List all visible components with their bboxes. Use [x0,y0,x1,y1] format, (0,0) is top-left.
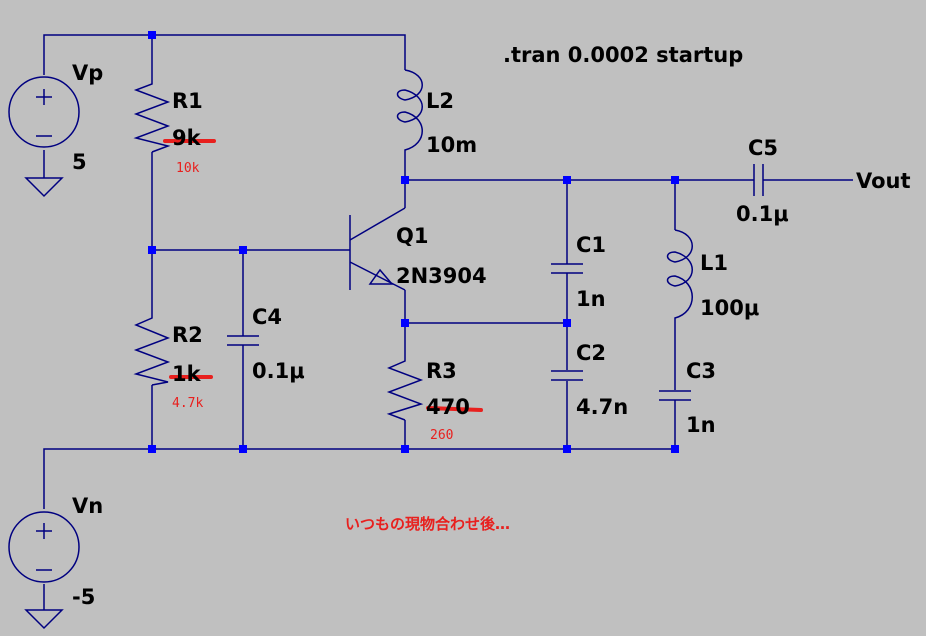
r1-old-value: 9k [172,126,202,150]
l1-inductor[interactable] [666,229,693,320]
c2-name: C2 [576,341,606,365]
vout-net-label[interactable]: Vout [856,169,911,193]
c4-name: C4 [252,305,282,329]
c2-capacitor[interactable] [551,370,583,381]
r3-old-value: 470 [426,395,470,419]
c3-capacitor[interactable] [659,390,691,401]
r2-new-value: 4.7k [172,396,203,411]
l1-name: L1 [700,251,728,275]
vn-value: -5 [72,585,95,609]
r3-value-strike [426,406,483,412]
c4-value: 0.1μ [252,359,305,383]
c5-capacitor[interactable] [745,164,770,196]
vp-name: Vp [72,61,103,85]
c3-name: C3 [686,359,716,383]
l2-name: L2 [426,89,454,113]
q1-transistor[interactable] [340,207,406,291]
r1-name: R1 [172,89,203,113]
vp-value: 5 [72,150,87,174]
c5-value: 0.1μ [736,202,789,226]
q1-model: 2N3904 [396,264,487,288]
q1-name: Q1 [396,224,428,248]
junction-dots [148,31,679,453]
l2-value: 10m [426,133,477,157]
vp-source[interactable] [8,76,80,148]
vn-ground-symbol [24,609,64,630]
c4-capacitor[interactable] [227,325,259,346]
c1-value: 1n [576,287,606,311]
l2-inductor[interactable] [396,69,423,165]
r1-resistor[interactable] [133,78,171,153]
comment-text: いつもの現物合わせ後… [345,515,510,533]
r3-new-value: 260 [430,428,453,443]
r3-name: R3 [426,359,457,383]
directive-text[interactable]: .tran 0.0002 startup [503,43,743,67]
c3-value: 1n [686,413,716,437]
r3-resistor[interactable] [386,355,424,421]
c2-value: 4.7n [576,395,628,419]
vp-ground-symbol [24,177,64,198]
l1-value: 100μ [700,296,759,320]
r2-resistor[interactable] [133,312,171,386]
r2-old-value: 1k [172,362,202,386]
c1-name: C1 [576,233,606,257]
r1-new-value: 10k [176,161,200,176]
vn-name: Vn [72,494,103,518]
c5-name: C5 [748,136,778,160]
r2-name: R2 [172,323,203,347]
c1-capacitor[interactable] [551,263,583,274]
vn-source[interactable] [8,511,80,583]
